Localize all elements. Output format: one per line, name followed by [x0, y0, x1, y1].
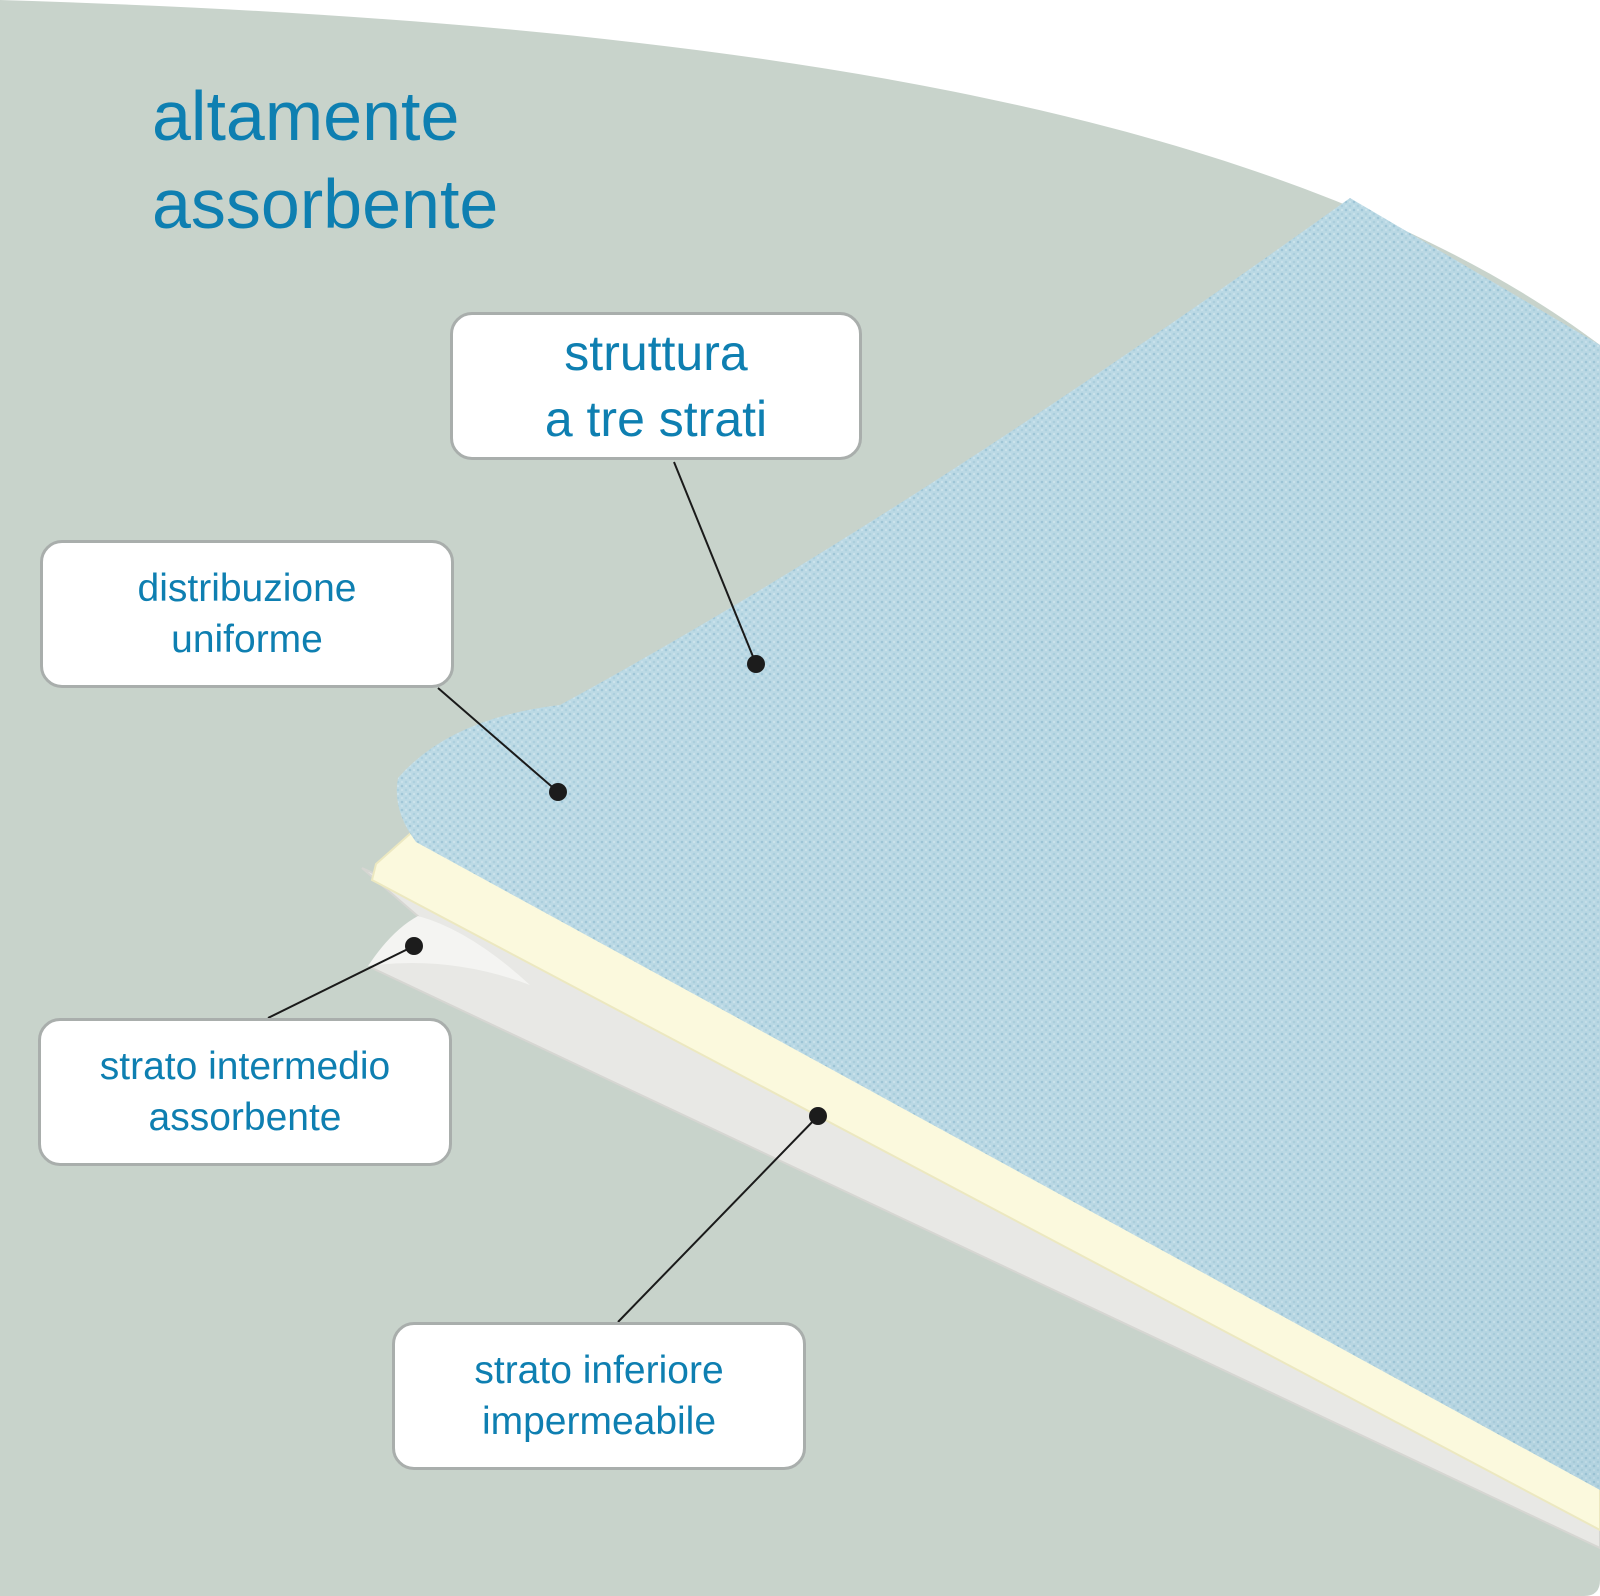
middle-layer-sheet [370, 830, 1600, 1532]
callout-distribution-line-1: distribuzione [137, 567, 357, 610]
callout-structure-line-2: a tre strati [544, 391, 768, 447]
callout-middle-line-1: strato intermedio [99, 1045, 391, 1088]
callout-bottom-line-1: strato inferiore [474, 1349, 724, 1392]
callout-bottom-line-2: impermeabile [481, 1400, 717, 1443]
leader-bottom [617, 1115, 819, 1323]
leader-middle [267, 945, 415, 1019]
callout-structure: struttura a tre strati [450, 312, 862, 460]
headline: altamente assorbente [152, 72, 498, 248]
leader-structure [673, 461, 757, 665]
dot-distribution [549, 783, 567, 801]
leader-dots [405, 655, 827, 1125]
callout-middle-line-2: assorbente [148, 1096, 342, 1139]
leader-lines [267, 461, 819, 1323]
callout-distribution-line-2: uniforme [171, 618, 323, 661]
leader-distribution [437, 687, 559, 793]
dot-middle [405, 937, 423, 955]
headline-line-1: altamente [152, 77, 460, 155]
dot-structure [747, 655, 765, 673]
callout-bottom-layer: strato inferiore impermeabile [392, 1322, 806, 1470]
callout-distribution: distribuzione uniforme [40, 540, 454, 688]
callout-middle-layer: strato intermedio assorbente [38, 1018, 452, 1166]
callout-structure-line-1: struttura [564, 325, 748, 381]
dot-bottom [809, 1107, 827, 1125]
headline-line-2: assorbente [152, 165, 499, 243]
curled-corner [368, 916, 530, 985]
